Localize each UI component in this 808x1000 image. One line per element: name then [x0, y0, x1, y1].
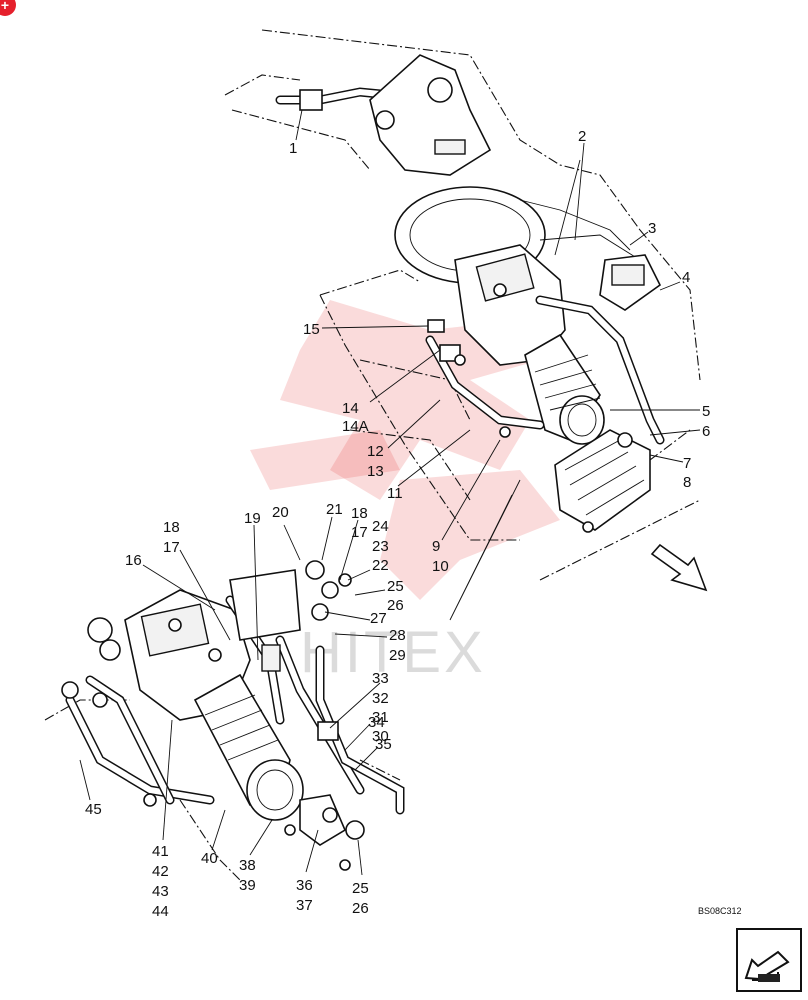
callout-27: 27: [370, 610, 387, 627]
callout-31: 31: [372, 709, 389, 726]
callout-24: 24: [372, 518, 389, 535]
callout-39: 39: [239, 877, 256, 894]
callout-14: 14: [342, 400, 359, 417]
callout-14a: 14A: [342, 418, 369, 435]
callout-45: 45: [85, 801, 102, 818]
callout-25: 25: [387, 578, 404, 595]
callout-18: 18: [163, 519, 180, 536]
callout-13: 13: [367, 463, 384, 480]
callout-6: 6: [702, 423, 710, 440]
callout-16: 16: [125, 552, 142, 569]
callout-44: 44: [152, 903, 169, 920]
add-badge[interactable]: +: [0, 0, 16, 16]
watermark-text: HITEX: [300, 620, 486, 685]
callout-labels: 1 2 3 4 5 6 7 8 9 10 11 12 13 14 14A 15 …: [85, 128, 710, 920]
callout-11: 11: [387, 485, 403, 502]
callout-26: 26: [387, 597, 404, 614]
callout-37: 37: [296, 897, 313, 914]
callout-23: 23: [372, 538, 389, 555]
arrow-icon: [744, 950, 790, 982]
callout-43: 43: [152, 883, 169, 900]
callout-12: 12: [367, 443, 384, 460]
callout-10: 10: [432, 558, 449, 575]
callout-8: 8: [683, 474, 691, 491]
callout-41: 41: [152, 843, 169, 860]
callout-7: 7: [683, 455, 691, 472]
navigate-back-icon[interactable]: [736, 928, 802, 992]
direction-arrow-icon: [650, 543, 708, 592]
callout-29: 29: [389, 647, 406, 664]
callout-19: 19: [244, 510, 261, 527]
callout-25b: 25: [352, 880, 369, 897]
callout-40: 40: [201, 850, 218, 867]
callout-21: 21: [326, 501, 343, 518]
upper-motor-assembly: [275, 54, 665, 533]
watermark: HITEX: [250, 300, 560, 685]
callout-38: 38: [239, 857, 256, 874]
callout-18b: 18: [351, 505, 368, 522]
callout-1: 1: [289, 140, 297, 157]
callout-35: 35: [375, 736, 392, 753]
callout-15: 15: [303, 321, 320, 338]
callout-42: 42: [152, 863, 169, 880]
callout-9: 9: [432, 538, 440, 555]
callout-17: 17: [163, 539, 180, 556]
leader-lines: [79, 109, 701, 876]
callout-5: 5: [702, 403, 710, 420]
callout-26b: 26: [352, 900, 369, 917]
callout-30: 30: [372, 728, 389, 745]
drawing-code: BS08C312: [698, 906, 742, 916]
callout-34-visible: 34: [368, 714, 385, 731]
callout-32: 32: [372, 690, 389, 707]
callout-22: 22: [372, 557, 389, 574]
callout-20: 20: [272, 504, 289, 521]
callout-4: 4: [682, 269, 690, 286]
callout-36: 36: [296, 877, 313, 894]
lower-motor-assembly: [61, 560, 405, 871]
callout-33: 33: [372, 670, 389, 687]
callout-2: 2: [578, 128, 586, 145]
callout-28: 28: [389, 627, 406, 644]
callout-3: 3: [648, 220, 656, 237]
callout-17b: 17: [351, 524, 368, 541]
